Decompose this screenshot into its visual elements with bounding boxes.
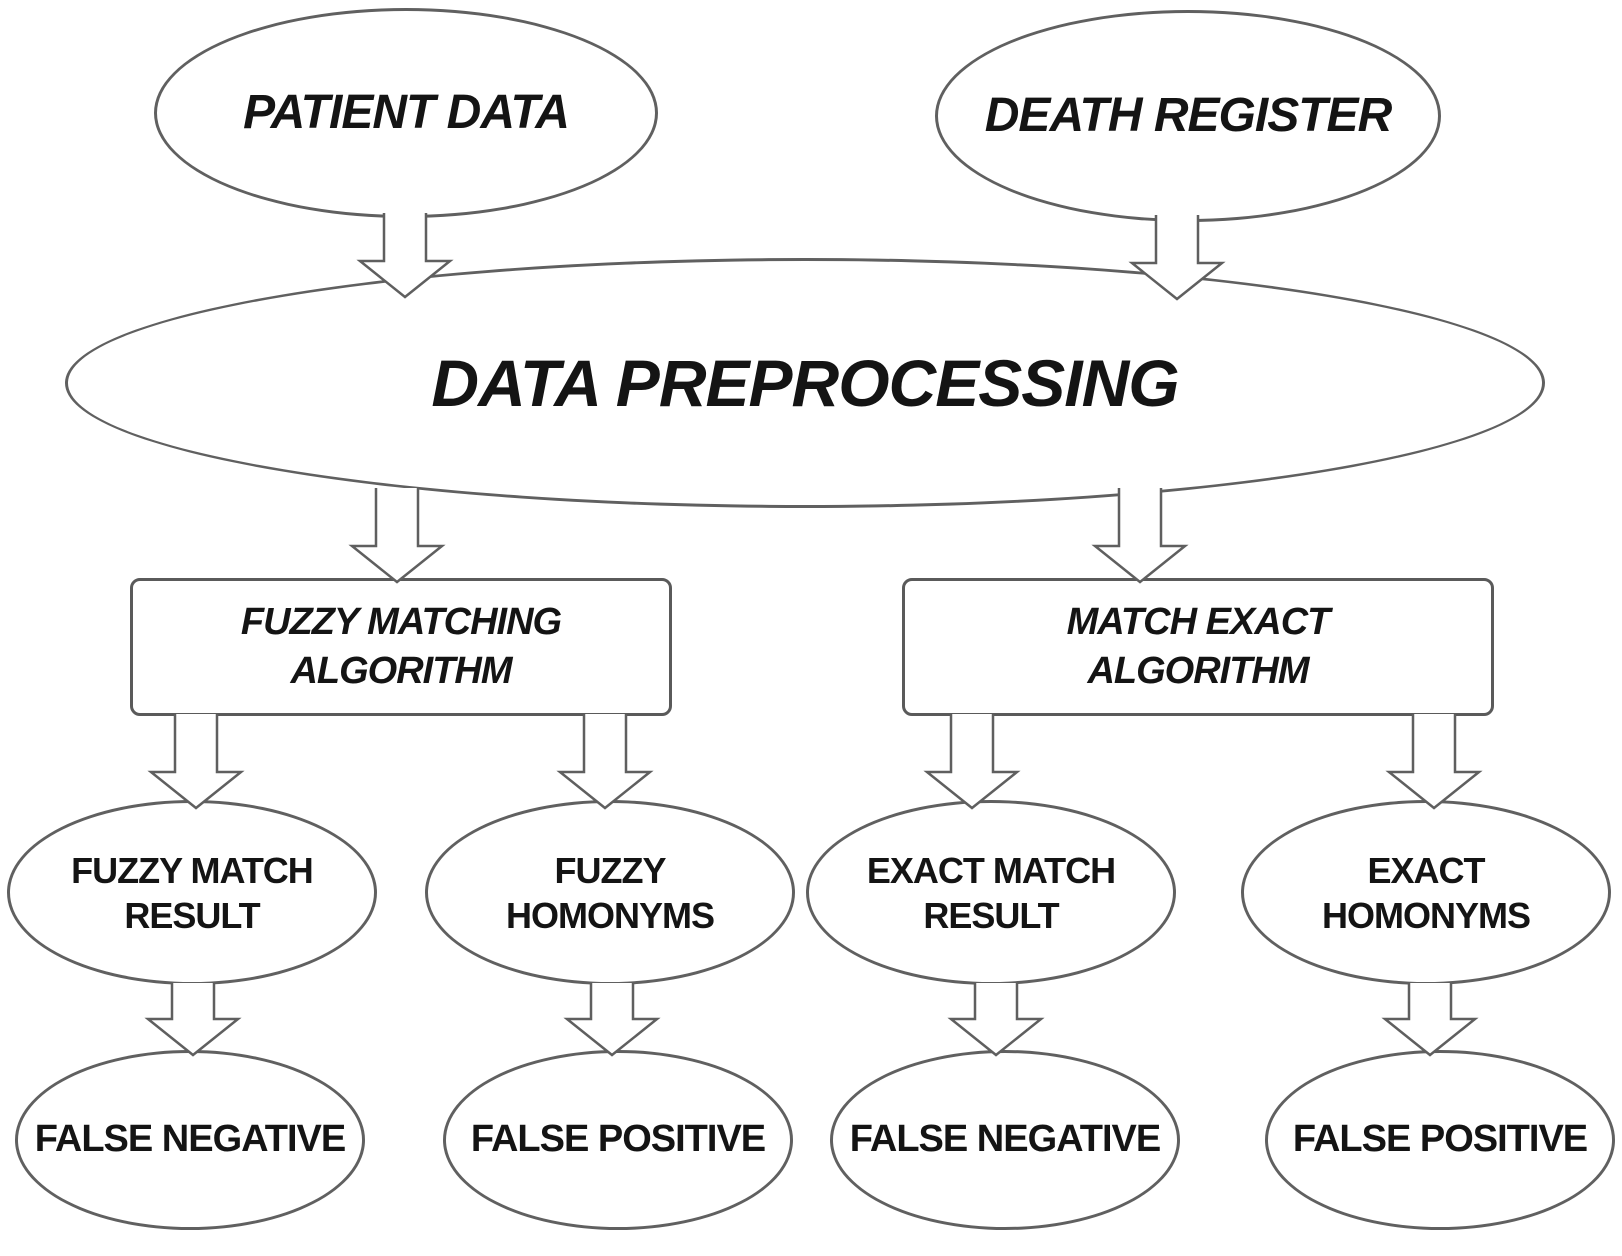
arrow-down-icon-fuzzy-matching-algorithm-to-fuzzy-homonyms bbox=[556, 714, 654, 810]
arrow-down-icon-fuzzy-homonyms-to-false-positive bbox=[563, 983, 661, 1057]
arrow-down-icon-match-exact-algorithm-to-exact-homonyms bbox=[1385, 714, 1483, 810]
node-false-positive-exact-label: FALSE POSITIVE bbox=[1292, 1118, 1588, 1161]
node-match-exact-algorithm: MATCH EXACT ALGORITHM bbox=[902, 578, 1494, 716]
node-false-negative-exact-label: FALSE NEGATIVE bbox=[849, 1118, 1161, 1161]
node-fuzzy-matching-algorithm-label: FUZZY MATCHING ALGORITHM bbox=[240, 600, 562, 692]
arrow-down-icon-fuzzy-match-result-to-false-negative bbox=[144, 983, 242, 1057]
node-exact-homonyms-label: EXACT HOMONYMS bbox=[1322, 849, 1531, 936]
node-fuzzy-match-result: FUZZY MATCH RESULT bbox=[7, 800, 377, 985]
arrow-down-icon-data-preprocessing-to-match-exact-algorithm bbox=[1091, 488, 1189, 584]
node-death-register-label: DEATH REGISTER bbox=[984, 89, 1392, 142]
node-false-positive-exact: FALSE POSITIVE bbox=[1265, 1050, 1615, 1230]
node-match-exact-algorithm-label: MATCH EXACT ALGORITHM bbox=[1066, 600, 1331, 692]
node-false-positive-fuzzy-label: FALSE POSITIVE bbox=[470, 1118, 766, 1161]
node-fuzzy-homonyms-label: FUZZY HOMONYMS bbox=[506, 849, 715, 936]
node-false-negative-exact: FALSE NEGATIVE bbox=[830, 1050, 1180, 1230]
node-patient-data-label: PATIENT DATA bbox=[243, 86, 570, 139]
node-false-negative-fuzzy-label: FALSE NEGATIVE bbox=[34, 1118, 346, 1161]
node-false-positive-fuzzy: FALSE POSITIVE bbox=[443, 1050, 793, 1230]
node-data-preprocessing-label: DATA PREPROCESSING bbox=[431, 345, 1179, 420]
arrow-down-icon-match-exact-algorithm-to-exact-match-result bbox=[923, 714, 1021, 810]
node-patient-data: PATIENT DATA bbox=[154, 8, 658, 218]
node-false-negative-fuzzy: FALSE NEGATIVE bbox=[15, 1050, 365, 1230]
node-fuzzy-matching-algorithm: FUZZY MATCHING ALGORITHM bbox=[130, 578, 672, 716]
arrow-down-icon-exact-homonyms-to-false-positive bbox=[1381, 983, 1479, 1057]
arrow-down-icon-exact-match-result-to-false-negative bbox=[947, 983, 1045, 1057]
node-exact-match-result: EXACT MATCH RESULT bbox=[806, 800, 1176, 985]
node-data-preprocessing: DATA PREPROCESSING bbox=[65, 258, 1545, 508]
node-exact-match-result-label: EXACT MATCH RESULT bbox=[866, 849, 1116, 936]
node-fuzzy-homonyms: FUZZY HOMONYMS bbox=[425, 800, 795, 985]
node-exact-homonyms: EXACT HOMONYMS bbox=[1241, 800, 1611, 985]
arrow-down-icon-fuzzy-matching-algorithm-to-fuzzy-match-result bbox=[147, 714, 245, 810]
arrow-down-icon-data-preprocessing-to-fuzzy-matching-algorithm bbox=[348, 488, 446, 584]
node-fuzzy-match-result-label: FUZZY MATCH RESULT bbox=[71, 849, 314, 936]
node-death-register: DEATH REGISTER bbox=[935, 10, 1441, 222]
